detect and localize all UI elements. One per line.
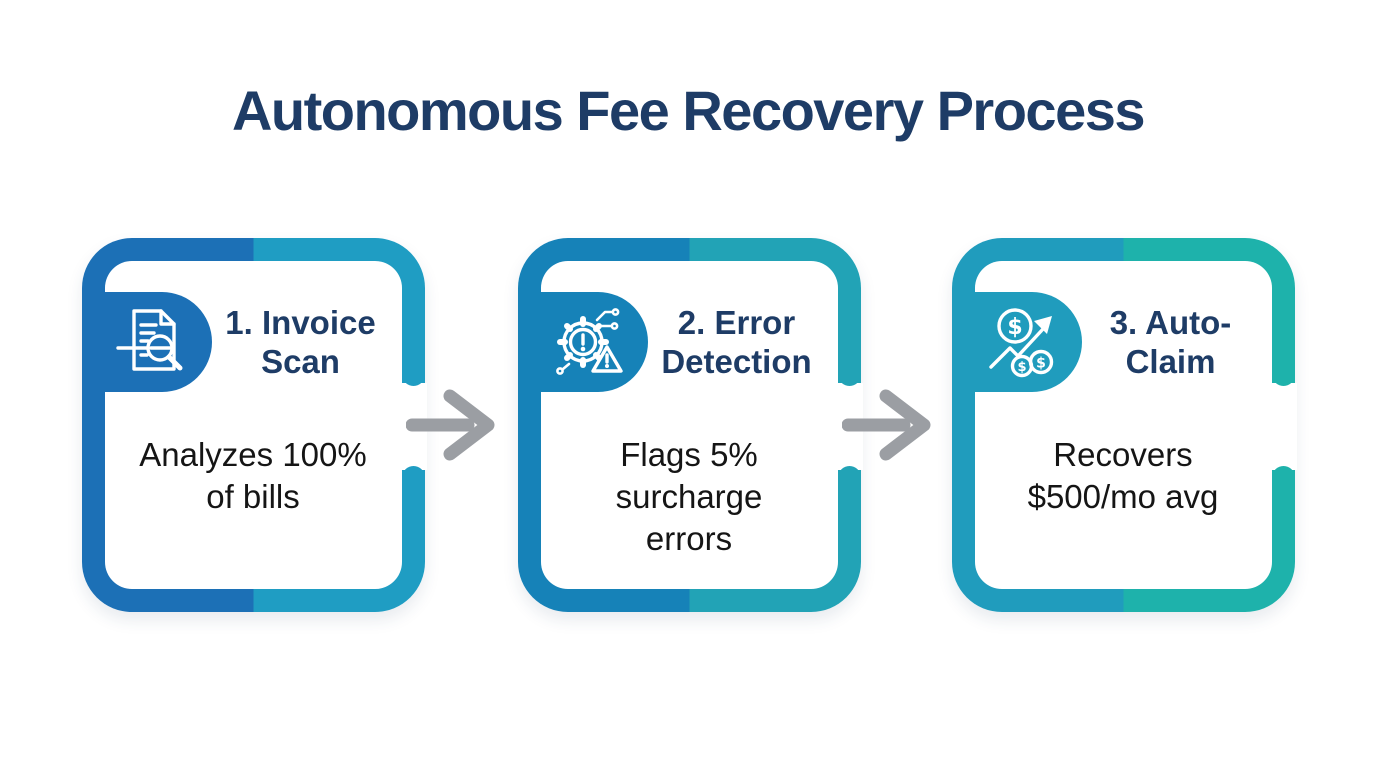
step-card-error-detection: 2. Error Detection Flags 5% surcharge er… [518, 238, 863, 612]
icon-badge [530, 292, 648, 392]
border-cap [1272, 350, 1295, 386]
step-heading: 2. Error Detection [661, 304, 812, 380]
arrow-right-icon [842, 389, 931, 461]
svg-text:$: $ [1036, 356, 1046, 372]
step-card-auto-claim: $ $ $ 3. Auto-Claim Recovers $500/mo avg [952, 238, 1297, 612]
step-description: Flags 5% surcharge errors [615, 436, 763, 558]
border-cap [838, 466, 861, 502]
svg-text:$: $ [1017, 360, 1026, 375]
icon-badge [94, 292, 212, 392]
step-description: Recovers $500/mo avg [1027, 436, 1219, 516]
icon-badge: $ $ $ [964, 292, 1082, 392]
border-cap [402, 350, 425, 386]
step-card-invoice-scan: 1. Invoice Scan Analyzes 100% of bills [82, 238, 427, 612]
invoice-scan-icon [116, 309, 183, 371]
step-description: Analyzes 100% of bills [139, 436, 367, 516]
border-cap [1272, 466, 1295, 502]
page-title: Autonomous Fee Recovery Process [231, 79, 1146, 142]
arrow-right-icon [406, 389, 495, 461]
step-heading: 3. Auto-Claim [1109, 304, 1232, 380]
error-detection-icon [556, 308, 623, 375]
border-gap [1270, 383, 1297, 470]
money-growth-icon: $ $ $ [989, 308, 1054, 378]
border-cap [402, 466, 425, 502]
step-heading: 1. Invoice Scan [225, 304, 376, 380]
border-cap [838, 350, 861, 386]
svg-text:$: $ [1007, 315, 1022, 340]
